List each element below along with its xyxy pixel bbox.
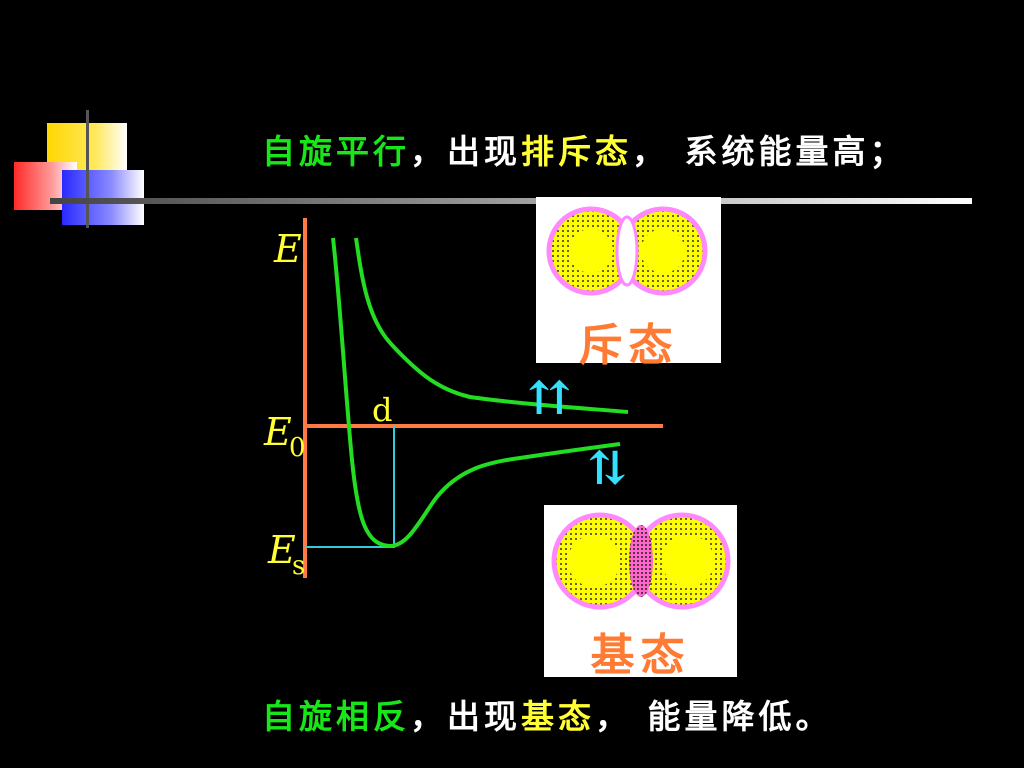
title-rule bbox=[50, 198, 972, 204]
repulsive-panel-label: 斥态 bbox=[578, 320, 679, 371]
ground-atoms-image bbox=[551, 512, 731, 610]
corner-decoration bbox=[14, 110, 154, 230]
top-statement: 自旋平行，出现排斥态， 系统能量高； bbox=[262, 125, 1024, 173]
top-statement-energy-high: ， 系统能量高； bbox=[632, 132, 907, 171]
repulsive-atoms-image bbox=[546, 206, 708, 296]
repulsive-state-panel: 斥态 bbox=[536, 197, 721, 371]
antiparallel-spin-arrows-icon: ⇅ bbox=[588, 441, 627, 495]
ground-overlap-region bbox=[629, 525, 653, 597]
bottom-statement-ground: 基态 bbox=[521, 697, 595, 736]
e0-label: E bbox=[263, 410, 292, 454]
top-statement-repulsive: 排斥态 bbox=[521, 132, 632, 171]
repulsive-gap bbox=[615, 215, 639, 287]
bottom-statement-energy-low: ， 能量降低。 bbox=[595, 697, 833, 736]
es-label-subscript: s bbox=[292, 551, 305, 581]
top-statement-spin-parallel: 自旋平行 bbox=[262, 132, 410, 171]
ground-panel-label: 基态 bbox=[590, 630, 691, 681]
ground-state-panel: 基态 bbox=[544, 505, 737, 681]
parallel-spin-arrows-icon: ⇈ bbox=[530, 371, 569, 425]
bottom-statement-appear: ，出现 bbox=[410, 697, 521, 736]
top-statement-appear: ，出现 bbox=[410, 132, 521, 171]
decor-blue-square bbox=[62, 170, 144, 225]
e0-label-subscript: 0 bbox=[289, 433, 306, 463]
decor-vertical-line bbox=[86, 110, 89, 228]
energy-axis-label: E bbox=[273, 227, 302, 271]
d-label: d bbox=[372, 391, 392, 429]
repulsive-state-curve bbox=[354, 237, 629, 414]
ground-state-curve bbox=[331, 237, 621, 549]
es-label: E bbox=[267, 528, 296, 572]
bottom-statement: 自旋相反，出现基态， 能量降低。 bbox=[262, 690, 1024, 738]
bottom-statement-spin-opposite: 自旋相反 bbox=[262, 697, 410, 736]
